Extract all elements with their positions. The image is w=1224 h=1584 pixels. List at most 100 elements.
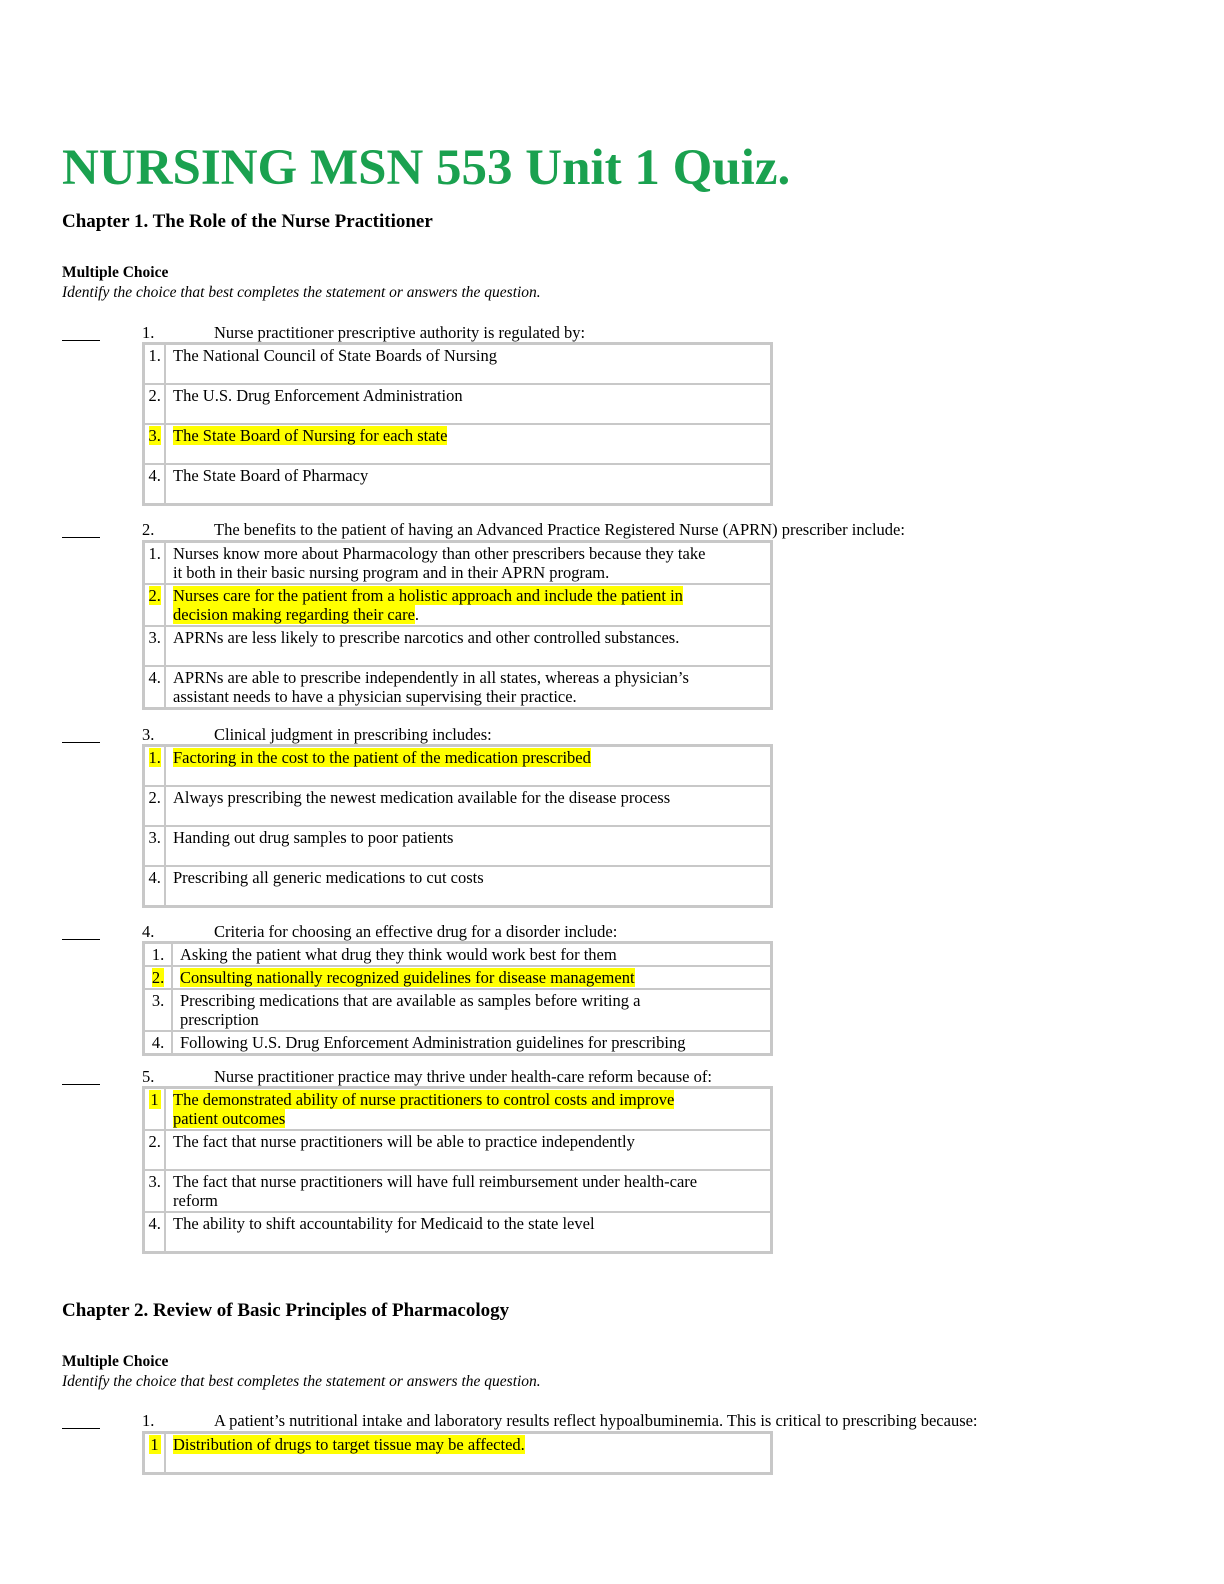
option-number: 2. bbox=[144, 1130, 165, 1170]
option-row-correct[interactable]: 2. Nurses care for the patient from a ho… bbox=[144, 584, 771, 626]
question-text: Clinical judgment in prescribing include… bbox=[214, 725, 492, 744]
question-number: 4. bbox=[142, 922, 155, 941]
option-number: 1. bbox=[144, 344, 165, 384]
option-number: 4. bbox=[144, 666, 165, 708]
option-number: 4. bbox=[144, 464, 165, 504]
answer-blank[interactable] bbox=[62, 1084, 100, 1085]
chapter-heading: Chapter 2. Review of Basic Principles of… bbox=[62, 1300, 510, 1321]
highlighted-answer: Nurses care for the patient from a holis… bbox=[173, 586, 683, 605]
option-number: 4. bbox=[144, 866, 165, 906]
option-row[interactable]: 1. The National Council of State Boards … bbox=[144, 344, 771, 384]
option-text: Prescribing medications that are availab… bbox=[172, 989, 771, 1031]
option-text: The demonstrated ability of nurse practi… bbox=[165, 1088, 771, 1130]
question-text: A patient’s nutritional intake and labor… bbox=[214, 1411, 978, 1430]
option-number: 2. bbox=[144, 966, 172, 989]
highlighted-answer: The demonstrated ability of nurse practi… bbox=[173, 1090, 675, 1109]
chapter-heading: Chapter 1. The Role of the Nurse Practit… bbox=[62, 211, 433, 232]
option-text: Asking the patient what drug they think … bbox=[172, 943, 771, 966]
option-number: 3. bbox=[144, 626, 165, 666]
option-text: Following U.S. Drug Enforcement Administ… bbox=[172, 1031, 771, 1054]
options-table: 1. Factoring in the cost to the patient … bbox=[142, 744, 773, 908]
option-text: The State Board of Nursing for each stat… bbox=[165, 424, 771, 464]
option-row[interactable]: 1. Nurses know more about Pharmacology t… bbox=[144, 542, 771, 584]
options-table: 1 The demonstrated ability of nurse prac… bbox=[142, 1086, 773, 1254]
highlighted-answer: decision making regarding their care bbox=[173, 605, 415, 624]
option-row[interactable]: 2. The U.S. Drug Enforcement Administrat… bbox=[144, 384, 771, 424]
options-table: 1. Asking the patient what drug they thi… bbox=[142, 941, 773, 1056]
option-row[interactable]: 3. APRNs are less likely to prescribe na… bbox=[144, 626, 771, 666]
option-row[interactable]: 4. Prescribing all generic medications t… bbox=[144, 866, 771, 906]
option-text: The State Board of Pharmacy bbox=[165, 464, 771, 504]
question-number: 1. bbox=[142, 323, 155, 342]
option-row[interactable]: 3. Handing out drug samples to poor pati… bbox=[144, 826, 771, 866]
options-table: 1. Nurses know more about Pharmacology t… bbox=[142, 540, 773, 710]
page-title: NURSING MSN 553 Unit 1 Quiz. bbox=[62, 140, 791, 196]
option-row-correct[interactable]: 1 The demonstrated ability of nurse prac… bbox=[144, 1088, 771, 1130]
option-text: Nurses care for the patient from a holis… bbox=[165, 584, 771, 626]
question-number: 5. bbox=[142, 1067, 155, 1086]
option-text: APRNs are able to prescribe independentl… bbox=[165, 666, 771, 708]
option-text: APRNs are less likely to prescribe narco… bbox=[165, 626, 771, 666]
highlighted-answer: patient outcomes bbox=[173, 1109, 286, 1128]
option-number: 3. bbox=[144, 826, 165, 866]
answer-blank[interactable] bbox=[62, 1428, 100, 1429]
answer-blank[interactable] bbox=[62, 340, 100, 341]
highlighted-answer: Factoring in the cost to the patient of … bbox=[173, 748, 591, 767]
option-text: Factoring in the cost to the patient of … bbox=[165, 746, 771, 786]
question-number: 3. bbox=[142, 725, 155, 744]
answer-blank[interactable] bbox=[62, 537, 100, 538]
option-text: The ability to shift accountability for … bbox=[165, 1212, 771, 1252]
option-text: The fact that nurse practitioners will h… bbox=[165, 1170, 771, 1212]
option-text: Handing out drug samples to poor patient… bbox=[165, 826, 771, 866]
option-text: The National Council of State Boards of … bbox=[165, 344, 771, 384]
section-label: Multiple Choice bbox=[62, 264, 169, 281]
option-row[interactable]: 2. Always prescribing the newest medicat… bbox=[144, 786, 771, 826]
option-row-correct[interactable]: 1. Factoring in the cost to the patient … bbox=[144, 746, 771, 786]
question-number: 2. bbox=[142, 520, 155, 539]
option-text: The U.S. Drug Enforcement Administration bbox=[165, 384, 771, 424]
section-label: Multiple Choice bbox=[62, 1353, 169, 1370]
option-number: 1 bbox=[144, 1088, 165, 1130]
option-number: 1. bbox=[144, 943, 172, 966]
question-text: Criteria for choosing an effective drug … bbox=[214, 922, 618, 941]
option-row[interactable]: 2. The fact that nurse practitioners wil… bbox=[144, 1130, 771, 1170]
instructions-text: Identify the choice that best completes … bbox=[62, 284, 541, 301]
question-text: Nurse practitioner practice may thrive u… bbox=[214, 1067, 712, 1086]
option-number: 1. bbox=[144, 542, 165, 584]
highlighted-answer: Distribution of drugs to target tissue m… bbox=[173, 1435, 525, 1454]
question-number: 1. bbox=[142, 1411, 155, 1430]
option-text: Consulting nationally recognized guideli… bbox=[172, 966, 771, 989]
option-number: 3. bbox=[144, 1170, 165, 1212]
option-row[interactable]: 4. The State Board of Pharmacy bbox=[144, 464, 771, 504]
option-row-correct[interactable]: 3. The State Board of Nursing for each s… bbox=[144, 424, 771, 464]
option-text: Always prescribing the newest medication… bbox=[165, 786, 771, 826]
option-number: 4. bbox=[144, 1031, 172, 1054]
option-number: 2. bbox=[144, 384, 165, 424]
question-text: The benefits to the patient of having an… bbox=[214, 520, 905, 539]
option-row[interactable]: 3. The fact that nurse practitioners wil… bbox=[144, 1170, 771, 1212]
option-text: Nurses know more about Pharmacology than… bbox=[165, 542, 771, 584]
option-text: Distribution of drugs to target tissue m… bbox=[165, 1433, 771, 1473]
option-row[interactable]: 4. Following U.S. Drug Enforcement Admin… bbox=[144, 1031, 771, 1054]
option-number: 1. bbox=[144, 746, 165, 786]
highlighted-answer: The State Board of Nursing for each stat… bbox=[173, 426, 448, 445]
option-number: 1 bbox=[144, 1433, 165, 1473]
question-text: Nurse practitioner prescriptive authorit… bbox=[214, 323, 586, 342]
instructions-text: Identify the choice that best completes … bbox=[62, 1373, 541, 1390]
option-text: The fact that nurse practitioners will b… bbox=[165, 1130, 771, 1170]
option-row-correct[interactable]: 1 Distribution of drugs to target tissue… bbox=[144, 1433, 771, 1473]
option-row-correct[interactable]: 2. Consulting nationally recognized guid… bbox=[144, 966, 771, 989]
option-number: 4. bbox=[144, 1212, 165, 1252]
options-table: 1 Distribution of drugs to target tissue… bbox=[142, 1431, 773, 1475]
option-row[interactable]: 1. Asking the patient what drug they thi… bbox=[144, 943, 771, 966]
option-row[interactable]: 4. The ability to shift accountability f… bbox=[144, 1212, 771, 1252]
option-number: 3. bbox=[144, 989, 172, 1031]
option-number: 2. bbox=[144, 584, 165, 626]
option-row[interactable]: 3. Prescribing medications that are avai… bbox=[144, 989, 771, 1031]
option-number: 2. bbox=[144, 786, 165, 826]
option-row[interactable]: 4. APRNs are able to prescribe independe… bbox=[144, 666, 771, 708]
answer-blank[interactable] bbox=[62, 742, 100, 743]
answer-blank[interactable] bbox=[62, 939, 100, 940]
options-table: 1. The National Council of State Boards … bbox=[142, 342, 773, 506]
